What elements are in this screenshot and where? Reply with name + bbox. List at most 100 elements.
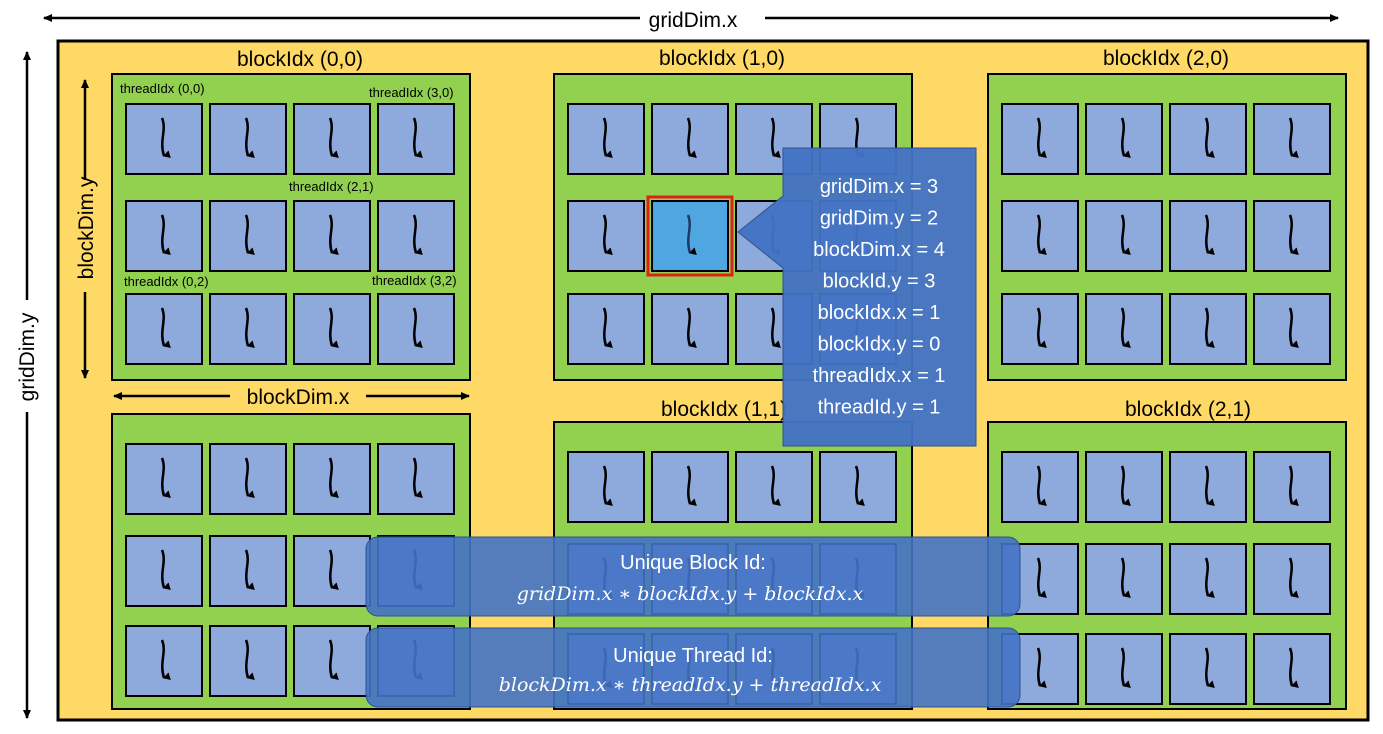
thread-arrow-icon (160, 214, 171, 256)
callout-line: gridDim.x = 3 (820, 176, 938, 198)
thread (1001, 103, 1079, 175)
thread-arrow-icon (328, 457, 339, 499)
thread-rect (1085, 451, 1163, 523)
thread-arrow-icon (602, 307, 613, 349)
thread (567, 200, 645, 272)
block-label-1-1: blockIdx (1,1) (661, 398, 787, 421)
thread (209, 293, 287, 365)
thread (293, 103, 371, 175)
thread-rect (209, 535, 287, 607)
thread-rect (1253, 103, 1331, 175)
thread-rect (1169, 200, 1247, 272)
thread (1085, 543, 1163, 615)
thread-rect (125, 535, 203, 607)
thread-rect (293, 625, 371, 697)
thread-rect (651, 103, 729, 175)
thread-arrow-icon (1036, 117, 1047, 159)
thread-rect (1085, 103, 1163, 175)
thread-arrow-icon (160, 117, 171, 159)
block-label-2-1: blockIdx (2,1) (1125, 398, 1251, 421)
grid-dim-x-label: gridDim.x (649, 9, 738, 32)
thread-rect (567, 451, 645, 523)
thread-arrow-icon (770, 465, 781, 507)
thread (1085, 633, 1163, 705)
thread-rect (1169, 293, 1247, 365)
thread (1001, 293, 1079, 365)
thread (1253, 103, 1331, 175)
thread (1001, 451, 1079, 523)
thread (125, 200, 203, 272)
thread-arrow-icon (328, 117, 339, 159)
thread (651, 293, 729, 365)
thread-rect (1001, 103, 1079, 175)
thread-arrow-icon (770, 117, 781, 159)
thread (209, 443, 287, 515)
thread-rect (567, 103, 645, 175)
callout-line: threadIdx.x = 1 (813, 365, 946, 387)
grid-dim-y-label: gridDim.y (16, 312, 39, 401)
thread-rect (377, 103, 455, 175)
unique-block-id-title: Unique Block Id: (620, 552, 766, 574)
thread-rect (1253, 451, 1331, 523)
thread-label-3-0: threadIdx (3,0) (369, 85, 454, 100)
thread-rect (1253, 200, 1331, 272)
thread (1169, 103, 1247, 175)
thread (1253, 200, 1331, 272)
block-dim-x-label: blockDim.x (247, 386, 350, 409)
callout-line: threadId.y = 1 (818, 397, 941, 419)
block-dim-y-label: blockDim.y (75, 176, 98, 279)
thread-arrow-icon (1288, 307, 1299, 349)
unique-thread-id-box (365, 627, 1021, 708)
thread-rect (1253, 543, 1331, 615)
unique-block-id-box (365, 536, 1021, 617)
thread-arrow-icon (244, 639, 255, 681)
thread-arrow-icon (328, 549, 339, 591)
thread-rect (1253, 293, 1331, 365)
thread-arrow-icon (1120, 465, 1131, 507)
thread-rect (293, 443, 371, 515)
thread (567, 293, 645, 365)
thread-rect (567, 293, 645, 365)
thread (293, 443, 371, 515)
thread (125, 443, 203, 515)
thread-arrow-icon (1204, 557, 1215, 599)
thread-rect (1085, 633, 1163, 705)
thread (1253, 451, 1331, 523)
thread-arrow-icon (1036, 214, 1047, 256)
thread (293, 200, 371, 272)
info-callout (737, 147, 977, 447)
callout-line: blockIdx.x = 1 (818, 302, 941, 324)
thread-arrow-icon (244, 549, 255, 591)
thread (125, 293, 203, 365)
thread-rect (377, 443, 455, 515)
thread-label-0-0: threadIdx (0,0) (120, 81, 205, 96)
thread-arrow-icon (1036, 465, 1047, 507)
thread-arrow-icon (412, 307, 423, 349)
thread (377, 103, 455, 175)
thread-arrow-icon (1288, 647, 1299, 689)
block-label-1-0: blockIdx (1,0) (659, 47, 785, 70)
thread-rect (567, 200, 645, 272)
thread-arrow-icon (1288, 214, 1299, 256)
thread-arrow-icon (1120, 307, 1131, 349)
thread (293, 293, 371, 365)
thread-rect (1085, 543, 1163, 615)
thread (377, 443, 455, 515)
thread (125, 535, 203, 607)
thread (735, 451, 813, 523)
thread (1085, 451, 1163, 523)
thread-arrow-icon (1204, 647, 1215, 689)
thread-rect (1001, 451, 1079, 523)
thread (1169, 293, 1247, 365)
thread (651, 451, 729, 523)
thread-rect (209, 625, 287, 697)
thread (1169, 451, 1247, 523)
thread-arrow-icon (328, 307, 339, 349)
unique-thread-id-title: Unique Thread Id: (613, 645, 773, 667)
thread-rect (125, 443, 203, 515)
thread-arrow-icon (1288, 465, 1299, 507)
thread-arrow-icon (328, 214, 339, 256)
thread (1169, 200, 1247, 272)
thread-arrow-icon (244, 457, 255, 499)
